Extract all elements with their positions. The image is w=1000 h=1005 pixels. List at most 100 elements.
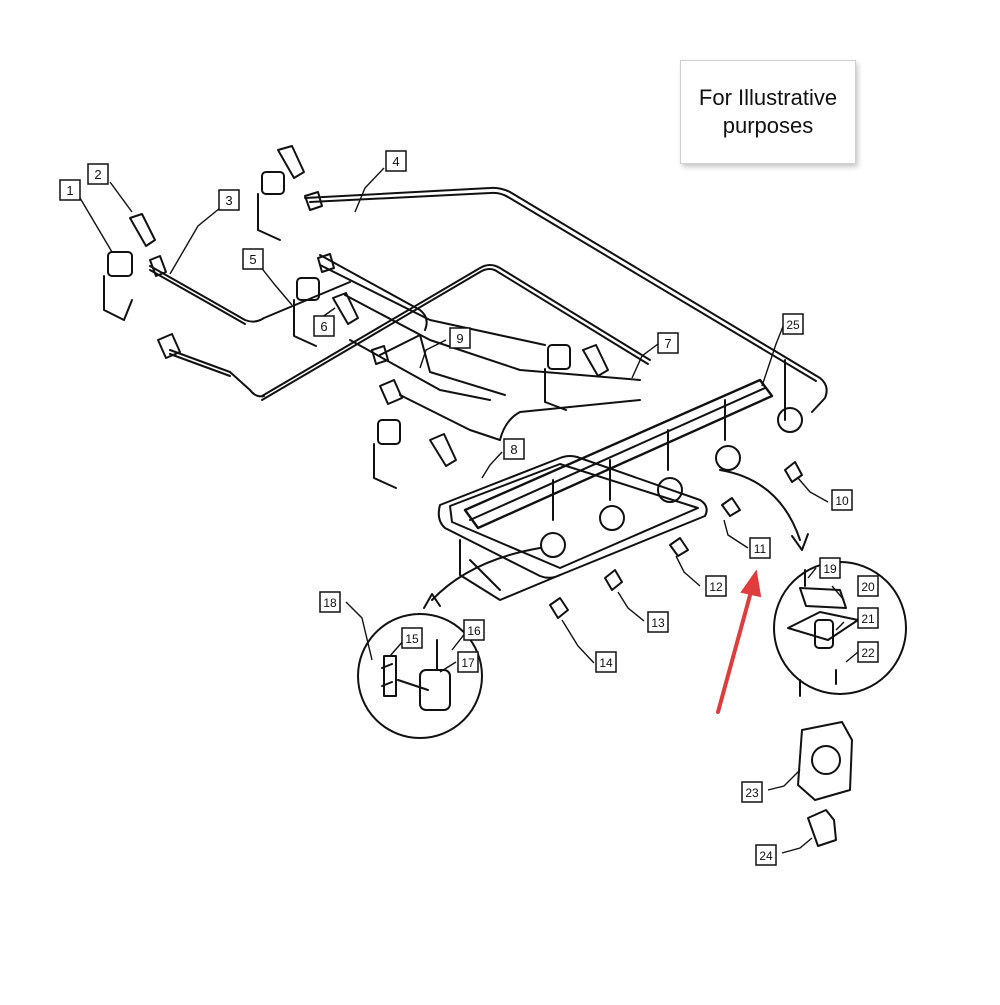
fitting-mid-body [544, 368, 567, 411]
detail-circle-right [773, 561, 907, 695]
illustrative-note: For Illustrative purposes [680, 60, 856, 164]
callout-label-13: 13 [651, 616, 665, 630]
valve-b [599, 505, 625, 531]
callout-label-23: 23 [745, 786, 759, 800]
bracket-base [459, 539, 561, 601]
tube-loop-rear [261, 264, 651, 397]
elbow-6 [332, 292, 359, 325]
knob-12 [669, 537, 689, 557]
part-24 [807, 809, 837, 847]
tube-loop-rear-2 [261, 268, 649, 401]
nut-a [157, 333, 181, 359]
detail-right-cyl [814, 619, 834, 649]
manifold-bar-edge [469, 387, 766, 521]
callout-15: 15 [401, 627, 423, 649]
callout-5: 5 [242, 248, 264, 270]
callout-label-17: 17 [461, 656, 475, 670]
tube-mid-1 [319, 264, 546, 346]
detail-arrow-right-head [791, 533, 809, 551]
callout-12: 12 [705, 575, 727, 597]
callout-2: 2 [87, 163, 109, 185]
knob-13 [604, 569, 623, 591]
nut-e [371, 345, 389, 365]
callout-label-19: 19 [823, 562, 837, 576]
detail-circle-left [357, 613, 483, 739]
valve-c [657, 477, 683, 503]
callout-label-11: 11 [754, 542, 767, 556]
callout-label-24: 24 [759, 849, 773, 863]
callout-label-3: 3 [225, 193, 232, 208]
tube-mid-5 [319, 254, 428, 331]
tube-3b [149, 269, 246, 325]
valve-d [715, 445, 741, 471]
tube-left-lower-b [169, 353, 231, 377]
callout-18: 18 [319, 591, 341, 613]
callout-1: 1 [59, 179, 81, 201]
callout-label-7: 7 [664, 336, 671, 351]
tube-mid-4 [399, 394, 641, 441]
callout-label-21: 21 [861, 612, 875, 626]
valve-stems [552, 359, 786, 521]
callout-3: 3 [218, 189, 240, 211]
callout-label-9: 9 [456, 331, 463, 346]
elbow-upper [277, 145, 305, 179]
bracket-base-2 [469, 559, 501, 591]
manifold-bar [463, 378, 774, 530]
callout-23: 23 [741, 781, 763, 803]
tube-left-lower [169, 349, 265, 398]
tube-loop-outer-2 [309, 191, 817, 382]
callout-label-2: 2 [94, 167, 101, 182]
fitting-8 [377, 419, 401, 445]
tray-loop [437, 455, 708, 579]
callout-label-12: 12 [709, 580, 723, 594]
knob-11 [721, 497, 741, 517]
nut-c [304, 191, 323, 211]
callout-6: 6 [313, 315, 335, 337]
valve-a [540, 532, 566, 558]
fitting-5-body [293, 299, 317, 347]
detail-arrow-left [431, 547, 541, 601]
callout-24: 24 [755, 844, 777, 866]
detail-left-valve [419, 669, 451, 711]
part-23 [797, 721, 853, 801]
red-arrow [716, 569, 762, 714]
callout-label-5: 5 [249, 252, 256, 267]
illustrative-note-text: For Illustrative purposes [698, 85, 838, 138]
detail-left-bracket [383, 655, 397, 697]
detail-right-plate [799, 587, 847, 609]
tube-loop-outer [304, 186, 828, 413]
valve-e [777, 407, 803, 433]
callout-20: 20 [857, 575, 879, 597]
callout-label-15: 15 [405, 632, 419, 646]
callout-21: 21 [857, 607, 879, 629]
elbow-8 [429, 433, 457, 467]
callout-label-20: 20 [861, 580, 875, 594]
tube-mid-6 [349, 339, 491, 401]
callout-label-18: 18 [323, 596, 337, 610]
fitting-upper [261, 171, 285, 195]
tray-loop-inner [449, 463, 699, 569]
callout-13: 13 [647, 611, 669, 633]
detail-right-screws [799, 569, 837, 697]
callout-22: 22 [857, 641, 879, 663]
callout-9: 9 [449, 327, 471, 349]
callout-17: 17 [457, 651, 479, 673]
fitting-upper-body [257, 193, 281, 241]
detail-arrow-right [719, 469, 801, 541]
callout-label-6: 6 [320, 319, 327, 334]
callout-label-8: 8 [510, 442, 517, 457]
part-23-hole [811, 745, 841, 775]
tube-mid-2 [344, 294, 641, 381]
callout-4: 4 [385, 150, 407, 172]
callout-label-4: 4 [392, 154, 399, 169]
fitting-5 [296, 277, 320, 301]
fitting-1-body [103, 275, 133, 321]
detail-arrow-left-head [423, 593, 441, 609]
elbow-mid [582, 344, 609, 377]
fitting-mid [547, 344, 571, 370]
nut-b [149, 255, 167, 277]
detail-right-body [787, 611, 859, 641]
nut-f [379, 379, 403, 405]
